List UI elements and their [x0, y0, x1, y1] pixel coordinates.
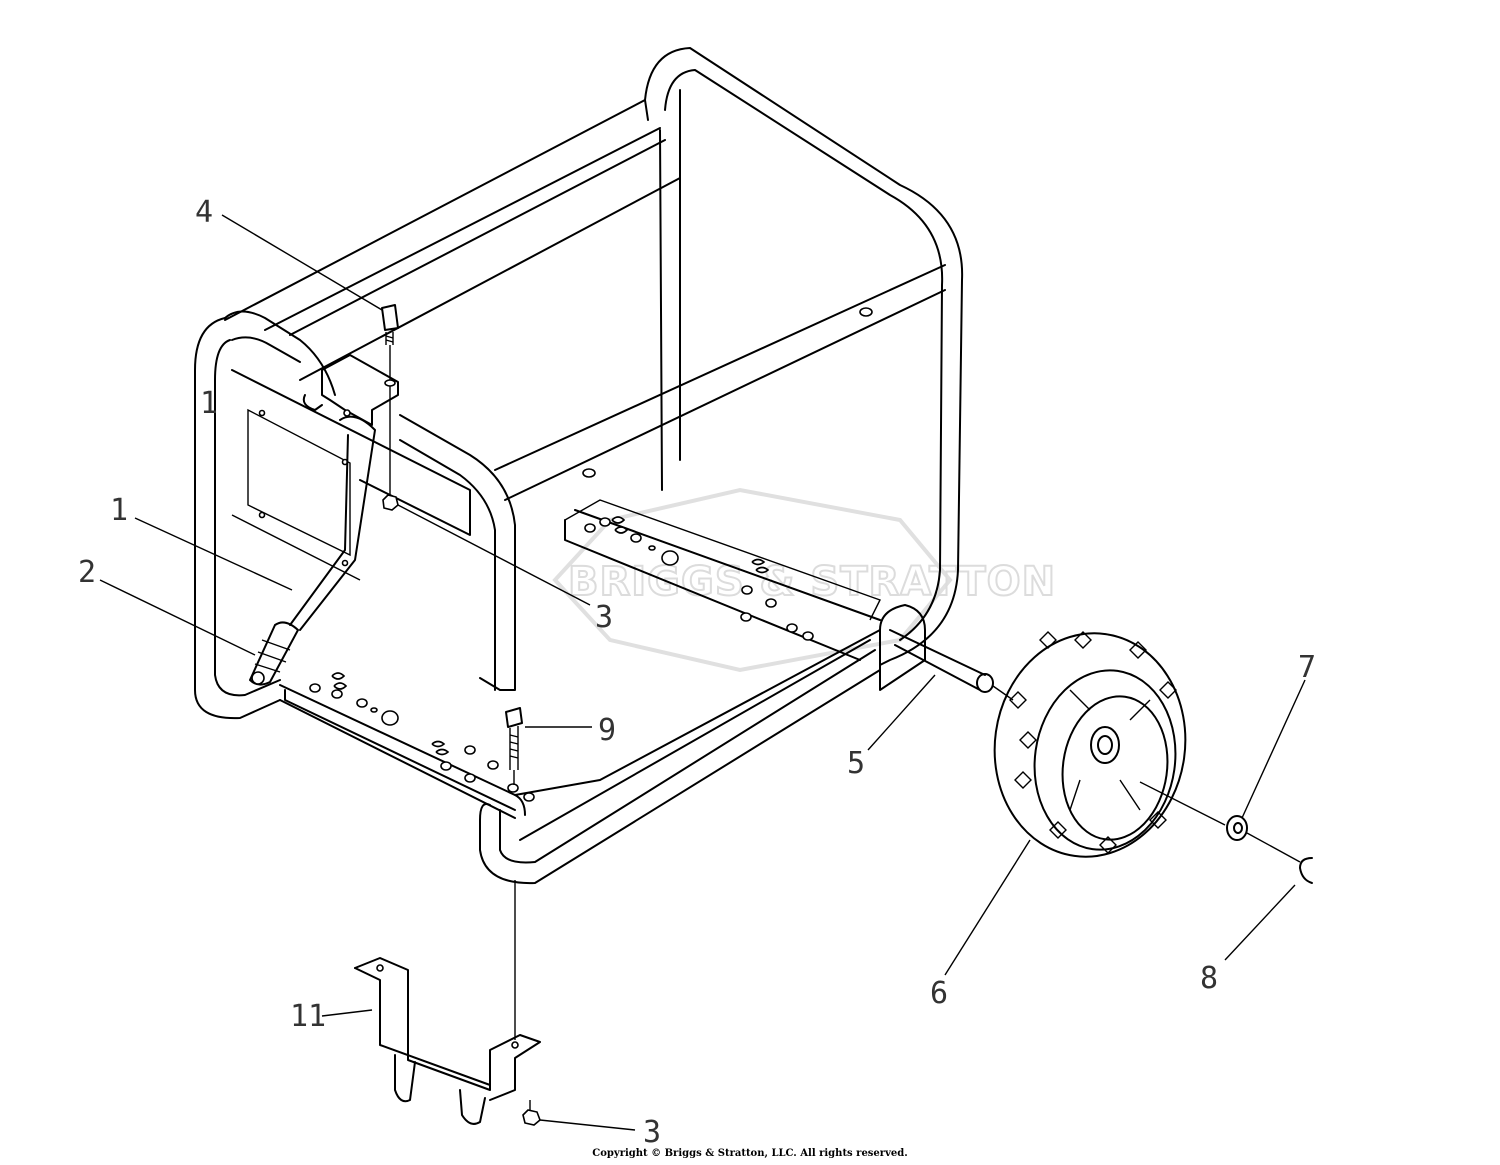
brand-watermark: BRIGGS & STRATTON — [552, 487, 1056, 673]
callout-2: 2 — [78, 555, 96, 590]
callout-labels: 4 1 1 2 3 9 5 7 6 8 11 3 — [78, 195, 1316, 1150]
lower-bolt — [505, 707, 523, 785]
copyright-notice: Copyright © Briggs & Stratton, LLC. All … — [592, 1148, 908, 1159]
frame-top-rails — [224, 99, 946, 501]
watermark-text: BRIGGS & STRATTON — [568, 559, 1056, 605]
callout-3-upper: 3 — [595, 600, 613, 635]
axle-assembly — [879, 604, 1014, 701]
callout-6: 6 — [930, 976, 948, 1011]
washer-and-clip — [1226, 815, 1313, 884]
foot-bracket — [354, 880, 541, 1126]
callout-1-lower: 1 — [110, 493, 128, 528]
callout-9: 9 — [598, 713, 616, 748]
frame-bottom-rails — [279, 509, 881, 885]
callout-7: 7 — [1298, 650, 1316, 685]
rear-base-plate — [564, 499, 881, 641]
callout-11: 11 — [290, 999, 326, 1034]
handle-assembly — [249, 354, 399, 686]
callout-5: 5 — [847, 746, 865, 781]
leader-lines — [99, 214, 1306, 1131]
frame-front-loop — [194, 310, 516, 720]
callout-1-upper: 1 — [200, 386, 218, 421]
callout-4: 4 — [195, 195, 213, 230]
callout-8: 8 — [1200, 961, 1218, 996]
front-panel — [231, 369, 471, 581]
callout-3-lower: 3 — [643, 1115, 661, 1150]
front-base-plate — [309, 672, 535, 802]
upper-bolt-and-nut — [381, 304, 399, 511]
frame-rear-loop — [644, 47, 964, 666]
wheel — [993, 631, 1226, 858]
